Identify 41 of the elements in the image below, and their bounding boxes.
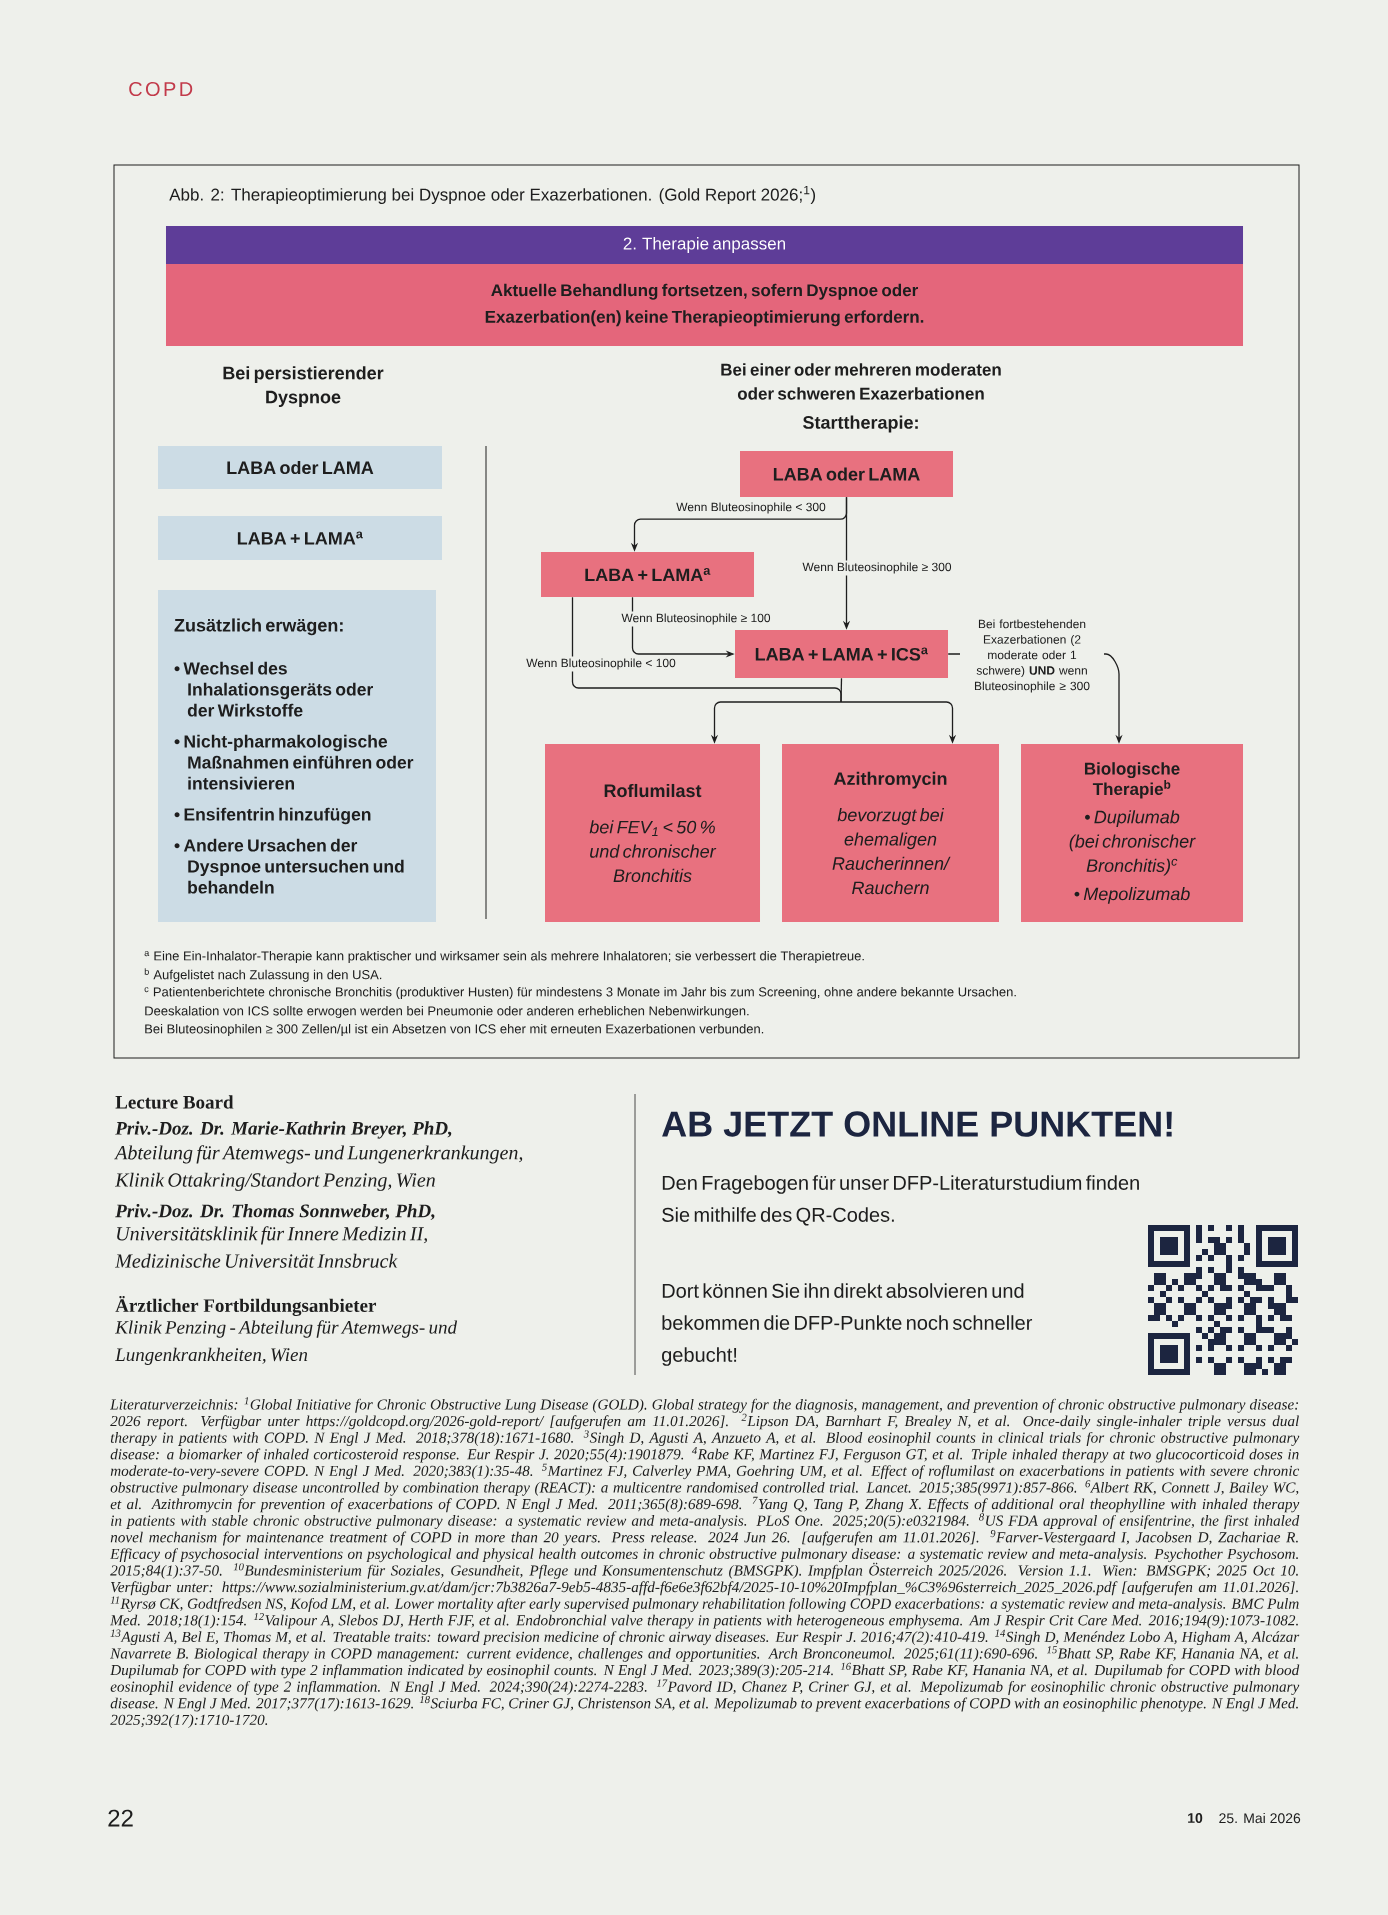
therapy-box: LABA + LAMA$^{a}$ bbox=[541, 552, 754, 597]
therapy-box: Biologische Therapie$^{b}$ • Dupilumab (bei chronischer Bronchitis)$^{c}$ • Mepolizumab bbox=[1021, 744, 1243, 922]
column-heading: Bei einer oder mehreren moderaten oder schweren Exazerbationen bbox=[721, 363, 1001, 400]
therapy-box: Azithromycin bevorzugt bei ehemaligen Raucherinnen/ Rauchern bbox=[782, 744, 999, 922]
page-number: 22 bbox=[108, 1809, 133, 1827]
running-head: COPD bbox=[129, 81, 193, 97]
edge-label: Wenn Bluteosinophile ≥ 300 bbox=[800, 560, 954, 576]
connector-line bbox=[840, 677, 843, 703]
reference-list: Literaturverzeichnis: $^{1}$Global Initiative for Chronic Obstructive Lung Disease (GOLD). Global strategy for the diagnosis, management, and prevention of chronic obstructive pulmonary disease: 2026 report. Verfügbar unter https://goldcopd.org/2026-gold-report/ [aufgerufen am 11.01.2026]. $^{2}$Lipson DA, Barnhart F, Brealey N, et al. Once-daily single-inhaler triple versus dual therapy in patients with COPD. N Engl J Med. 2018;378(18):1671-1680. $^{3}$Singh D, Agusti A, Anzueto A, et al. Blood eosinophil counts in clinical trials for chronic obstructive pulmonary disease: a biomarker of inhaled corticosteroid response. Eur Respir J. 2020;55(4):1901879. $^{4}$Rabe KF, Martinez FJ, Ferguson GT, et al. Triple inhaled therapy at two glucocorticoid doses in moderate-to-very-severe COPD. N Engl J Med. 2020;383(1):35-48. $^{5}$Martinez FJ, Calverley PMA, Goehring UM, et al. Effect of roflumilast on exacerbations in patients with severe chronic obstructive pulmonary disease uncontrolled by combination therapy (REACT): a multicentre randomised controlled trial. Lancet. 2015;385(9971):857-866. $^{6}$Albert RK, Connett J, Bailey WC, et al. Azithromycin for prevention of exacerbations of COPD. N Engl J Med. 2011;365(8):689-698. $^{7}$Yang Q, Tang P, Zhang X. Effects of additional oral theophylline with inhaled therapy in patients with stable chronic obstructive pulmonary disease: a systematic review and meta-analysis. PLoS One. 2025;20(5):e0321984. $^{8}$US FDA approval of ensifentrine, the first inhaled novel mechanism for maintenance treatment of COPD in more than 20 years. Press release. 2024 Jun 26. [aufgerufen am 11.01.2026]. $^{9}$Farver-Vestergaard I, Jacobsen D, Zachariae R. Efficacy of psychosocial interventions on psychological and physical health outcomes in chronic obstructive pulmonary disease: a systematic review and meta-analysis. Psychother Psychosom. 2015;84(1):37-50. $^{10}$Bundesministerium für Soziales, Gesundheit, Pflege und Konsumentenschutz (BMSGPK). Impfplan Österreich 2025/2026. Version 1.1. Wien: BMSGPK; 2025 Oct 10. Verfügbar unter: https://www.sozialministerium.gv.at/dam/jcr:7b3826a7-9eb5-4835-affd-f6e6e3f62bf4/2025-10-10%20Impfplan_%C3%96sterreich_2025_2026.pdf [aufgerufen am 11.01.2026]. $^{11}$Ryrsø CK, Godtfredsen NS, Kofod LM, et al. Lower mortality after early supervised pulmonary rehabilitation following COPD exacerbations: a systematic review and meta-analysis. BMC Pulm Med. 2018;18(1):154. $^{12}$Valipour A, Slebos DJ, Herth FJF, et al. Endobronchial valve therapy in patients with heterogeneous emphysema. Am J Respir Crit Care Med. 2016;194(9):1073-1082. $^{13}$Agusti A, Bel E, Thomas M, et al. Treatable traits: toward precision medicine of chronic airway diseases. Eur Respir J. 2016;47(2):410-419. $^{14}$Singh D, Menéndez Lobo A, Higham A, Alcázar Navarrete B. Biological therapy in COPD management: current evidence, challenges and opportunities. Arch Bronconeumol. 2025;61(11):690-696. $^{15}$Bhatt SP, Rabe KF, Hanania NA, et al. Dupilumab for COPD with type 2 inflammation indicated by eosinophil counts. N Engl J Med. 2023;389(3):205-214. $^{16}$Bhatt SP, Rabe KF, Hanania NA, et al. Dupilumab for COPD with blood eosinophil evidence of type 2 inflammation. N Engl J Med. 2024;390(24):2274-2283. $^{17}$Pavord ID, Chanez P, Criner GJ, et al. Mepolizumab for eosinophilic chronic obstructive pulmonary disease. N Engl J Med. 2017;377(17):1613-1629. $^{18}$Sciurba FC, Criner GJ, Christenson SA, et al. Mepolizumab to prevent exacerbations of COPD with an eosinophilic phenotype. N Engl J Med. 2025;392(17):1710-1720. bbox=[110, 1397, 1300, 1729]
therapy-box: LABA oder LAMA bbox=[158, 446, 442, 489]
edge-label: Wenn Bluteosinophile < 300 bbox=[674, 500, 828, 516]
author-name: Priv.-Doz. Dr. Thomas Sonnweber, PhD, bbox=[115, 1203, 435, 1221]
footnote: $^{a}$ Eine Ein-Inhalator-Therapie kann praktischer und wirksamer sein als mehrere Inhalatoren; sie verbessert die Therapietreue. bbox=[144, 950, 864, 964]
edge-label: Wenn Bluteosinophile < 100 bbox=[524, 656, 678, 672]
date-text: 25. Mai 2026 bbox=[1219, 1812, 1301, 1824]
note-box: Zusätzlich erwägen: • Wechsel des Inhalationsgeräts oder der Wirkstoffe • Nicht-pharmakologische Maßnahmen einführen oder intensivieren • Ensifentrin hinzufügen • Andere Ursachen der Dyspnoe untersuchen und behandeln bbox=[158, 590, 436, 922]
headline: AB JETZT ONLINE PUNKTEN! bbox=[662, 1111, 1172, 1137]
header-bar: 2. Therapie anpassen bbox=[166, 226, 1243, 264]
issue-number: 10 bbox=[1188, 1813, 1203, 1823]
column-heading: Bei persistierender Dyspnoe bbox=[223, 366, 384, 407]
edge-label: Wenn Bluteosinophile ≥ 100 bbox=[619, 611, 773, 627]
therapy-box: LABA + LAMA + ICS$^{a}$ bbox=[735, 630, 948, 678]
column-heading: Starttherapie: bbox=[803, 415, 918, 433]
footnote: $^{c}$ Patientenberichtete chronische Bronchitis (produktiver Husten) für mindestens 3 Monate im Jahr bis zum Screening, ohne andere bekannte Ursachen. bbox=[144, 986, 1016, 1000]
footnote: $^{b}$ Aufgelistet nach Zulassung in den USA. bbox=[144, 968, 382, 982]
section-heading: Lecture Board bbox=[115, 1095, 234, 1109]
affiliation-text: Universitätsklinik für Innere Medizin II, Medizinische Universität Innsbruck bbox=[114, 1226, 427, 1268]
figure-caption: Abb. 2: Therapieoptimierung bei Dyspnoe oder Exazerbationen. (Gold Report 2026;$^{1}$) bbox=[169, 186, 816, 204]
paragraph: Den Fragebogen für unser DFP-Literaturstudium finden Sie mithilfe des QR-Codes. bbox=[662, 1175, 1139, 1226]
footnote: Deeskalation von ICS sollte erwogen werden bei Pneumonie oder anderen erheblichen Nebenwirkungen. bbox=[145, 1005, 749, 1019]
paragraph: Dort können Sie ihn direkt absolvieren und bekommen die DFP-Punkte noch schneller gebucht! bbox=[662, 1283, 1033, 1366]
affiliation-text: Abteilung für Atemwegs- und Lungenerkrankungen, Klinik Ottakring/Standort Penzing, Wien bbox=[114, 1145, 523, 1191]
therapy-box: LABA + LAMA$^{a}$ bbox=[158, 516, 442, 560]
author-name: Priv.-Doz. Dr. Marie-Kathrin Breyer, PhD, bbox=[115, 1121, 452, 1139]
footnote: Bei Bluteosinophilen ≥ 300 Zellen/µl ist ein Absetzen von ICS eher mit erneuten Exazerbationen verbunden. bbox=[145, 1023, 764, 1037]
edge-label: Bei fortbestehenden Exazerbationen (2 moderate oder 1 schwere) UND wenn Bluteosinophile ≥ 300 bbox=[960, 617, 1104, 695]
banner-box: Aktuelle Behandlung fortsetzen, sofern Dyspnoe oder Exazerbation(en) keine Therapieoptimierung erfordern. bbox=[166, 264, 1243, 346]
affiliation-text: Klinik Penzing - Abteilung für Atemwegs- und Lungenkrankheiten, Wien bbox=[115, 1320, 458, 1365]
section-heading: Ärztlicher Fortbildungsanbieter bbox=[115, 1296, 377, 1316]
therapy-box: LABA oder LAMA bbox=[740, 451, 953, 497]
therapy-box: Roflumilast bei FEV$_{1}$ < 50 % und chronischer Bronchitis bbox=[545, 744, 760, 922]
